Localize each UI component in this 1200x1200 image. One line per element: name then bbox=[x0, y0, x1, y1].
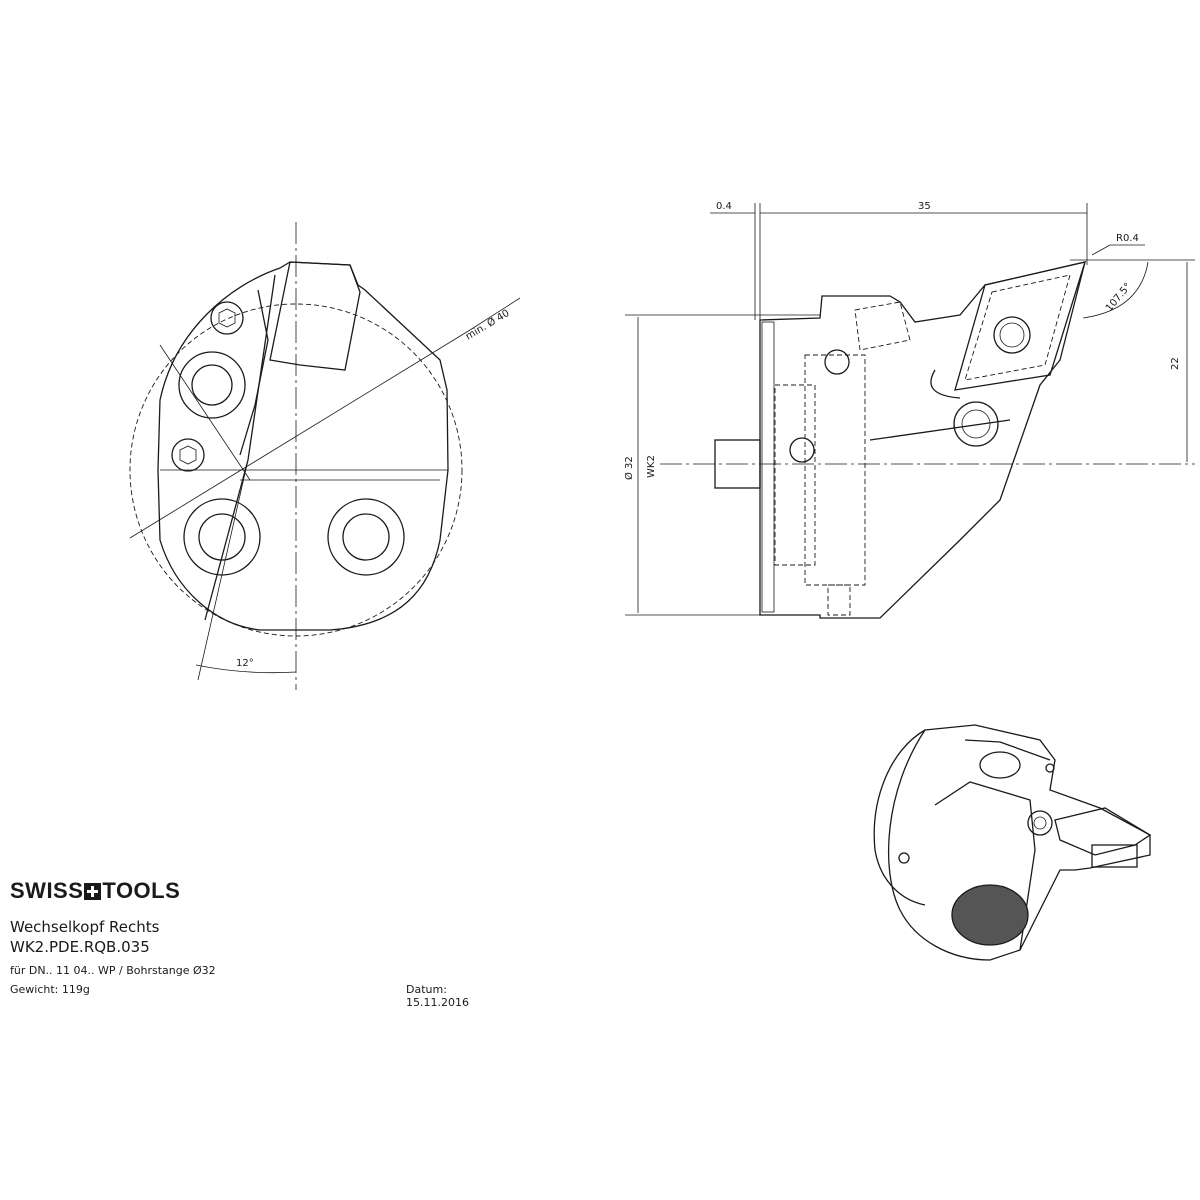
length-dimension: 35 bbox=[918, 201, 931, 212]
date: Datum: 15.11.2016 bbox=[406, 983, 469, 1009]
side-body-outline bbox=[759, 261, 1086, 619]
brand-right: TOOLS bbox=[102, 878, 181, 903]
usage-info: für DN.. 11 04.. WP / Bohrstange Ø32 bbox=[10, 964, 216, 977]
corner-radius-label: R0.4 bbox=[1116, 233, 1139, 244]
diameter-label: Ø 32 bbox=[623, 456, 635, 480]
brand-left: SWISS bbox=[10, 878, 84, 903]
swiss-cross-icon bbox=[84, 882, 102, 900]
product-name: Wechselkopf Rechts bbox=[10, 918, 160, 936]
article-number: WK2.PDE.RQB.035 bbox=[10, 938, 150, 956]
min-diameter-label: min. Ø 40 bbox=[463, 307, 511, 343]
insert-angle-label: 107.5° bbox=[1104, 281, 1134, 314]
offset-dimension: 0.4 bbox=[716, 201, 732, 212]
height-dimension: 22 bbox=[1170, 357, 1181, 370]
interface-label: WK2 bbox=[646, 455, 657, 478]
brand-logo: SWISS TOOLS bbox=[10, 878, 510, 904]
title-block: SWISS TOOLS Wechselkopf Rechts WK2.PDE.RQ… bbox=[10, 878, 510, 1009]
side-view: 0.4 35 R0.4 22 107.5° Ø 32 WK2 bbox=[623, 201, 1195, 619]
isometric-view bbox=[873, 724, 1152, 961]
front-body-outline bbox=[157, 261, 449, 631]
front-view: min. Ø 40 12° bbox=[129, 222, 521, 690]
weight: Gewicht: 119g bbox=[10, 983, 90, 996]
front-angle-label: 12° bbox=[236, 658, 254, 669]
